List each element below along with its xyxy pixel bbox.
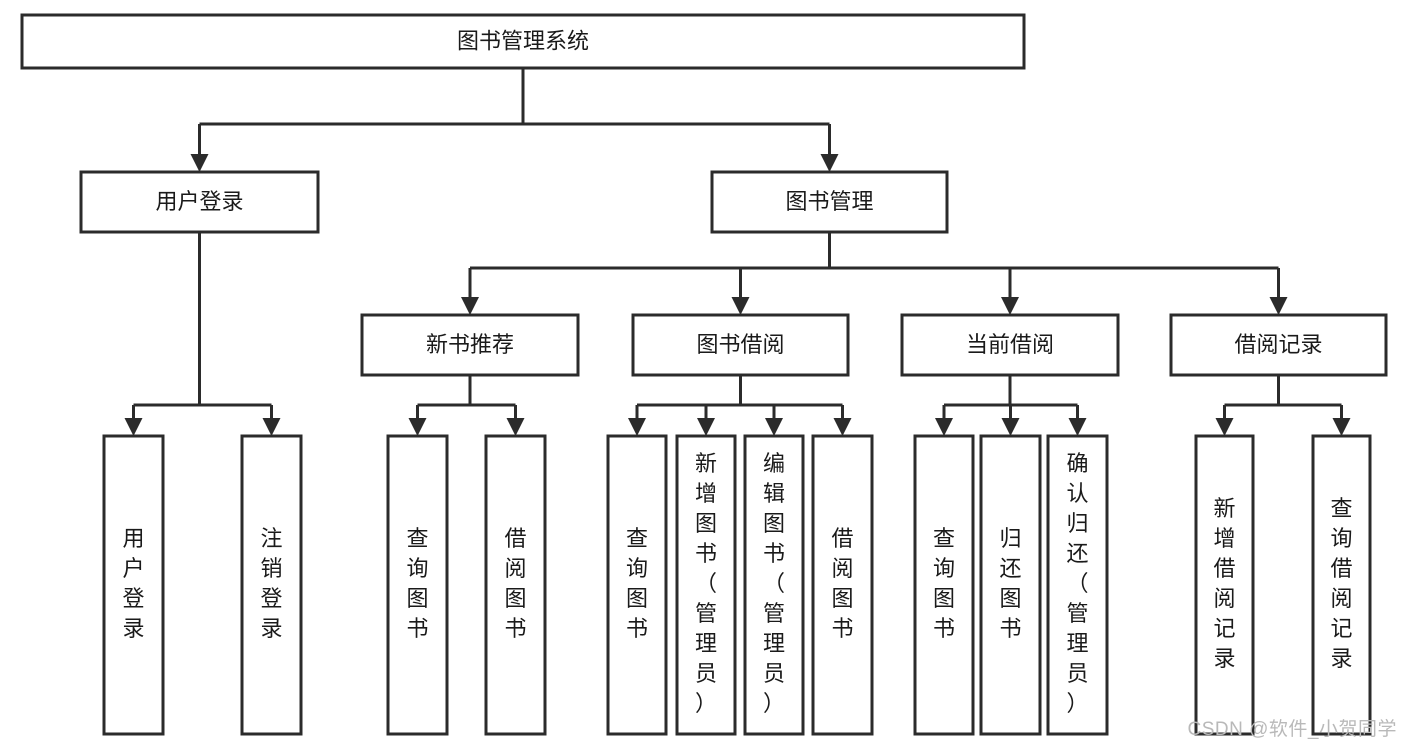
leaf-node-label: 注销登录 (260, 526, 282, 641)
leaf-node[interactable]: 编辑图书（管理员） (743, 434, 805, 736)
level2-node-label: 图书管理 (785, 189, 873, 214)
level2-node-rect (79, 170, 320, 234)
leaf-node-label: 查询图书 (406, 526, 428, 641)
leaf-node-rect (743, 434, 805, 736)
level2-node[interactable]: 用户登录 (79, 170, 320, 234)
connector-lines (124, 68, 1351, 436)
leaf-node-rect (1194, 434, 1255, 736)
leaf-node-rect (979, 434, 1042, 736)
leaf-node-rect (811, 434, 874, 736)
leaf-node-rect (102, 434, 165, 736)
level3-node-label: 当前借阅 (966, 332, 1054, 357)
leaf-node[interactable]: 确认归还（管理员） (1046, 434, 1109, 736)
leaf-node[interactable]: 查询图书 (606, 434, 668, 736)
leaf-node[interactable]: 借阅图书 (484, 434, 547, 736)
leaf-node-label: 新增借阅记录 (1213, 496, 1235, 671)
root-node-rect (20, 13, 1026, 70)
leaf-node[interactable]: 注销登录 (240, 434, 303, 736)
leaf-node[interactable]: 用户登录 (102, 434, 165, 736)
leaf-node-label: 查询图书 (626, 526, 648, 641)
leaf-node-label: 查询借阅记录 (1330, 496, 1352, 671)
leaf-node-rect (386, 434, 449, 736)
leaf-node-label: 编辑图书（管理员） (763, 451, 785, 716)
leaf-node[interactable]: 归还图书 (979, 434, 1042, 736)
level2-node-rect (710, 170, 949, 234)
leaf-node-rect (1046, 434, 1109, 736)
leaf-node-label: 新增图书（管理员） (695, 451, 717, 716)
leaf-node-label: 查询图书 (933, 526, 955, 641)
leaf-node[interactable]: 新增图书（管理员） (675, 434, 737, 736)
level3-node-label: 新书推荐 (426, 332, 514, 357)
leaf-node[interactable]: 查询借阅记录 (1311, 434, 1372, 736)
level3-node[interactable]: 图书借阅 (631, 313, 850, 377)
level3-node-rect (900, 313, 1120, 377)
leaf-node-label: 用户登录 (122, 526, 144, 641)
level3-node[interactable]: 借阅记录 (1169, 313, 1388, 377)
root-node-label: 图书管理系统 (457, 28, 589, 53)
level2-node-label: 用户登录 (155, 189, 243, 214)
leaf-node-rect (484, 434, 547, 736)
leaf-node-rect (675, 434, 737, 736)
level3-node-label: 图书借阅 (696, 332, 784, 357)
leaf-node-label: 借阅图书 (504, 526, 526, 641)
level3-node[interactable]: 当前借阅 (900, 313, 1120, 377)
leaf-node[interactable]: 查询图书 (386, 434, 449, 736)
node-layer: 图书管理系统用户登录图书管理新书推荐图书借阅当前借阅借阅记录用户登录注销登录查询… (20, 13, 1388, 736)
leaf-node-rect (1311, 434, 1372, 736)
leaf-node-label: 借阅图书 (831, 526, 853, 641)
level2-node[interactable]: 图书管理 (710, 170, 949, 234)
level3-node-rect (360, 313, 580, 377)
level3-node-label: 借阅记录 (1234, 332, 1322, 357)
level3-node-rect (631, 313, 850, 377)
leaf-node-rect (606, 434, 668, 736)
level3-node[interactable]: 新书推荐 (360, 313, 580, 377)
leaf-node[interactable]: 借阅图书 (811, 434, 874, 736)
root-node[interactable]: 图书管理系统 (20, 13, 1026, 70)
leaf-node-rect (240, 434, 303, 736)
leaf-node[interactable]: 新增借阅记录 (1194, 434, 1255, 736)
leaf-node-rect (913, 434, 975, 736)
leaf-node-label: 确认归还（管理员） (1066, 451, 1088, 716)
leaf-node[interactable]: 查询图书 (913, 434, 975, 736)
leaf-node-label: 归还图书 (999, 526, 1021, 641)
level3-node-rect (1169, 313, 1388, 377)
